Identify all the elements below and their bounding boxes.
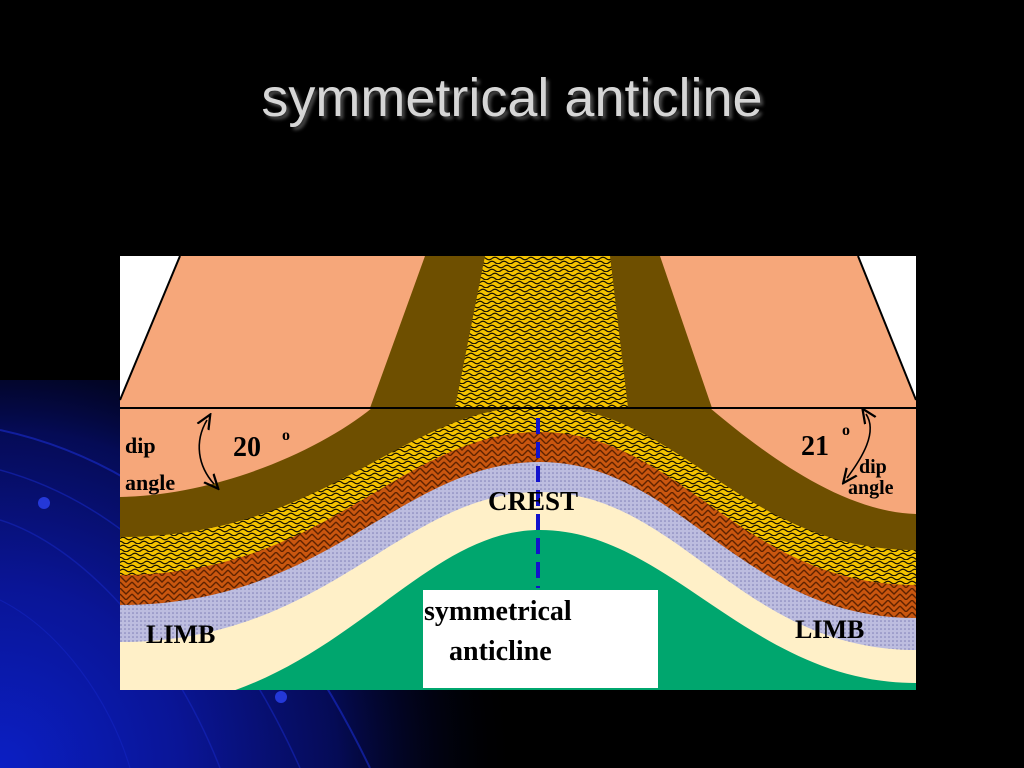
right-angle-label: angle [848,477,894,499]
double-arrow-left-icon [199,420,214,484]
anticline-diagram: dip angle 20 o 21 o dip angle CREST LIMB… [119,255,917,690]
right-degree-value: 21 [801,431,829,462]
right-limb-label: LIMB [795,615,864,644]
caption-box: symmetrical anticline [423,590,658,688]
swirl-dot [38,497,50,509]
left-degree-value: 20 [233,432,261,463]
left-angle-label: angle [125,470,175,495]
slide-title: symmetrical anticline [261,68,763,128]
caption-line-1: symmetrical [424,596,572,627]
surface-yellow-band [455,256,628,408]
caption-line-2: anticline [449,636,552,667]
surface-block [119,255,917,409]
left-limb-label: LIMB [146,620,215,649]
block-edge-left [119,255,181,401]
right-degree-symbol: o [842,422,850,439]
block-edge-right [857,255,917,401]
right-dip-label: dip [859,456,887,478]
swirl-dot [275,691,287,703]
double-arrow-right-icon [847,414,870,478]
left-degree-symbol: o [282,427,290,444]
crest-label: CREST [488,486,578,516]
left-dip-label: dip [125,433,156,458]
caption-background [423,590,658,688]
cross-section [120,408,916,690]
